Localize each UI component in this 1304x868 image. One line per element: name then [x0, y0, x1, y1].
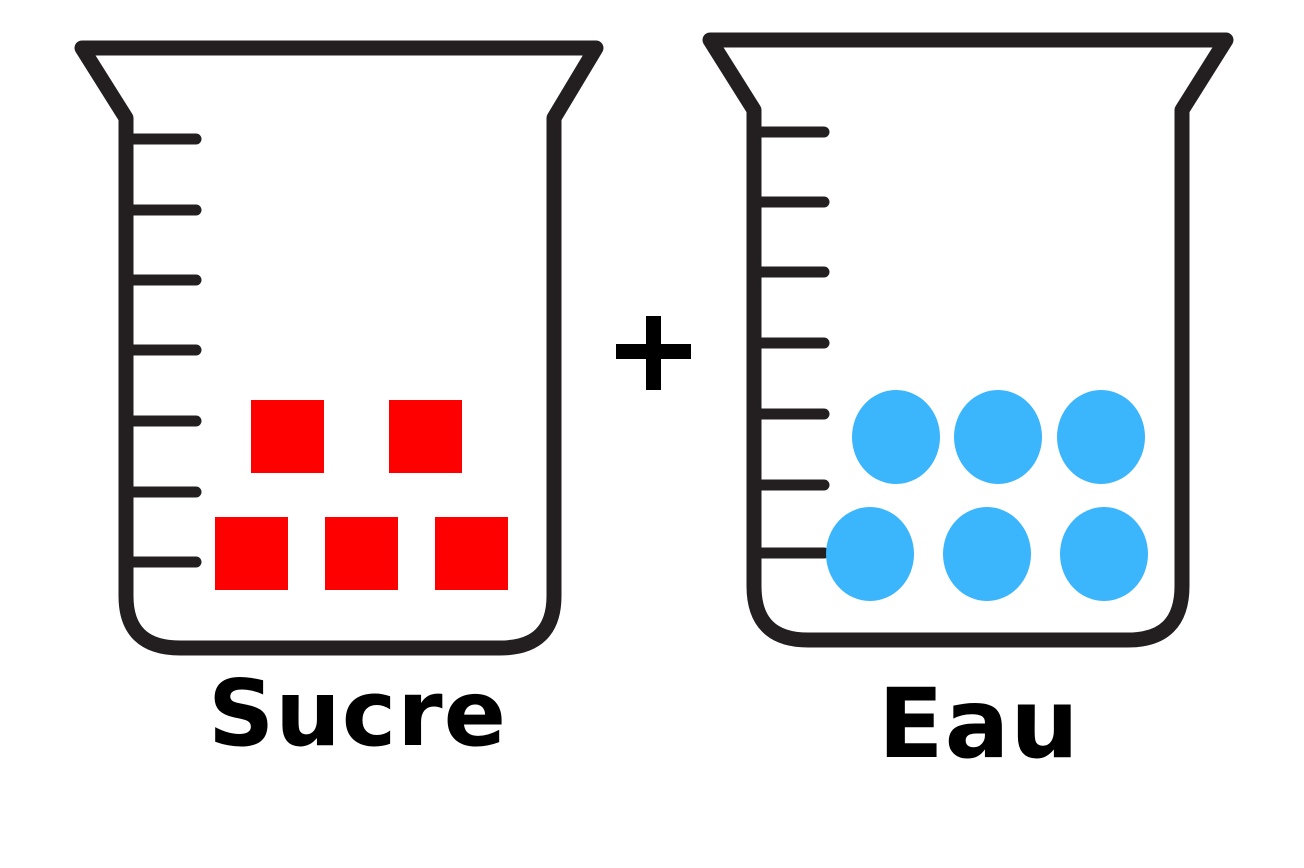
water-molecule	[954, 390, 1042, 484]
water-molecule	[1060, 507, 1148, 601]
sugar-particles	[215, 400, 508, 590]
water-beaker	[702, 32, 1234, 648]
water-molecule	[826, 507, 914, 601]
sugar-cube	[389, 400, 462, 473]
sugar-graduations	[124, 133, 202, 568]
sugar-beaker-outline	[74, 40, 604, 656]
sugar-cube	[435, 517, 508, 590]
sugar-cube	[325, 517, 398, 590]
plus-icon	[616, 316, 691, 390]
water-label: Eau	[878, 668, 1080, 780]
water-particles	[826, 390, 1148, 601]
water-beaker-outline	[702, 32, 1234, 648]
sugar-cube	[215, 517, 288, 590]
water-graduations	[752, 126, 830, 559]
sugar-beaker	[74, 40, 604, 656]
sugar-label: Sucre	[208, 660, 508, 767]
sugar-cube	[251, 400, 324, 473]
water-molecule	[943, 507, 1031, 601]
water-molecule	[1057, 390, 1145, 484]
water-molecule	[852, 390, 940, 484]
